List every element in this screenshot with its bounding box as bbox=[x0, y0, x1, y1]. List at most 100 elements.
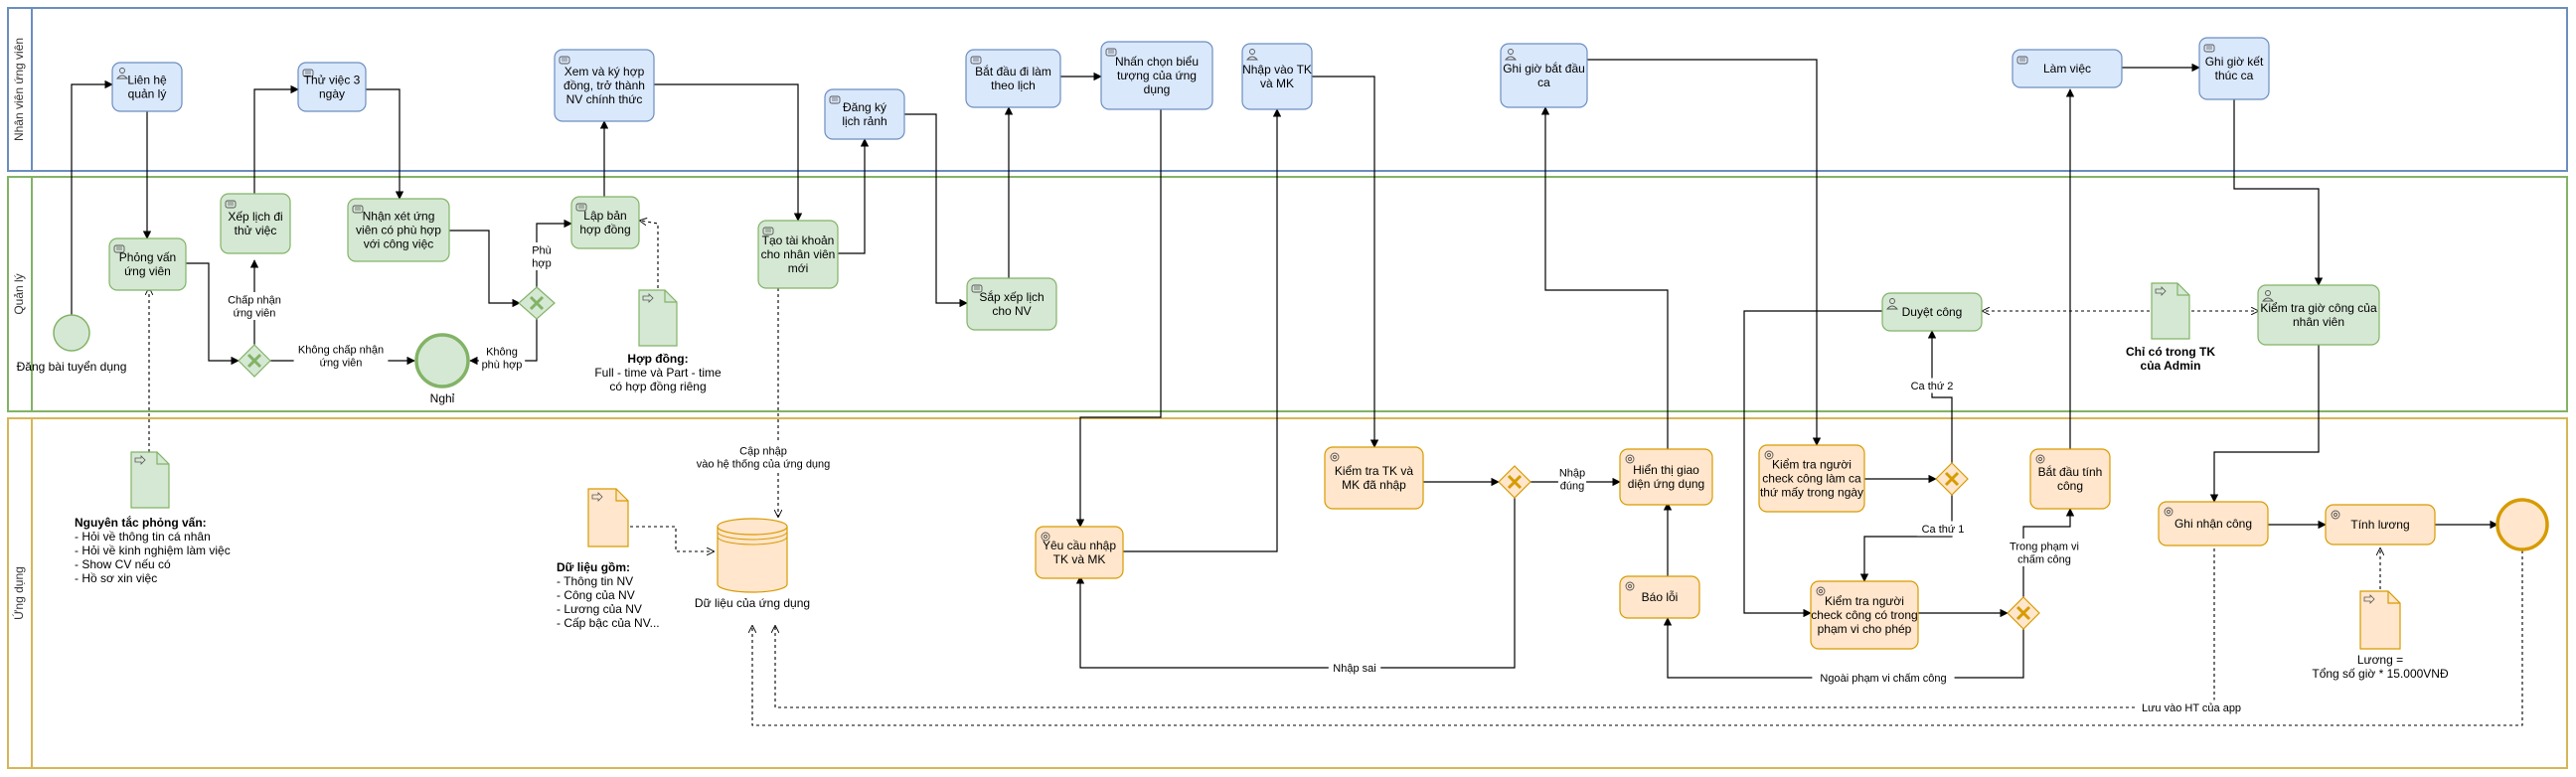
service-task-icon bbox=[1816, 586, 1826, 596]
task-label-baoloi: Báo lỗi bbox=[1642, 589, 1679, 604]
edge-phongvan-gw1 bbox=[186, 262, 240, 366]
manual-task-icon bbox=[225, 200, 237, 209]
end-event-nghi[interactable] bbox=[414, 333, 470, 388]
manual-task-icon bbox=[762, 227, 774, 235]
manual-task-icon bbox=[575, 203, 587, 212]
edge-label-luuvao: Lưu vào HT của app bbox=[2142, 702, 2241, 714]
task-duyetcong[interactable]: Duyệt công bbox=[1881, 292, 1983, 332]
task-tinhluong[interactable]: Tính lương bbox=[2325, 504, 2436, 545]
assoc-ghinhan-db bbox=[775, 548, 2215, 708]
gateway-cathu[interactable] bbox=[1935, 462, 1969, 496]
document-admin[interactable] bbox=[2151, 282, 2190, 340]
service-task-icon bbox=[1625, 454, 1635, 464]
task-ghinhan[interactable]: Ghi nhận công bbox=[2158, 501, 2269, 546]
edge-ghigiobd-ktcheck1 bbox=[1587, 59, 1822, 446]
document-hopdong[interactable] bbox=[638, 289, 678, 347]
edge-nhanxet-gw2 bbox=[449, 230, 521, 308]
document-line-luong: Tổng số giờ * 15.000VNĐ bbox=[2312, 667, 2449, 681]
service-task-icon bbox=[1764, 450, 1774, 460]
assoc-hopdong-lapban bbox=[640, 221, 659, 288]
lane-employee-label: Nhân viên ứng viên bbox=[12, 38, 26, 141]
gateway-phuhop[interactable] bbox=[518, 286, 556, 320]
service-task-icon bbox=[1041, 532, 1050, 542]
database-label: Dữ liệu của ứng dụng bbox=[695, 596, 810, 610]
task-lamviec[interactable]: Làm việc bbox=[2012, 49, 2123, 88]
document-line-hopdong: có hợp đồng riêng bbox=[609, 380, 706, 393]
start-event[interactable] bbox=[53, 314, 90, 352]
edge-taotk-dangky bbox=[838, 138, 870, 254]
document-title-phongvan: Nguyên tắc phỏng vấn: bbox=[75, 515, 207, 530]
document-title-hopdong: Hợp đồng: bbox=[627, 352, 688, 366]
user-task-icon bbox=[2262, 290, 2274, 302]
manual-task-icon bbox=[970, 56, 982, 65]
edge-yeucau-nhaptk bbox=[1120, 108, 1282, 552]
edge-thuviec-nhanxet bbox=[365, 88, 404, 200]
manual-task-icon bbox=[971, 284, 983, 293]
document-title-admin: Chỉ có trong TK bbox=[2126, 345, 2215, 359]
edge-dangky-sapxep bbox=[904, 113, 968, 308]
document-line-dulieu: - Cấp bậc của NV... bbox=[557, 616, 660, 630]
document-luong[interactable] bbox=[2359, 590, 2401, 650]
edge-label-nhapsai: Nhập sai bbox=[1333, 663, 1375, 675]
user-task-icon bbox=[1505, 49, 1517, 61]
gateway-nhap[interactable] bbox=[1498, 465, 1531, 499]
edge-gw4-ktcheck2 bbox=[1859, 495, 1953, 582]
lane-manager: Quản lý bbox=[7, 176, 2568, 412]
edge-ghigiokt-kiemtragio bbox=[2233, 99, 2324, 286]
lane-app-label: Ứng dụng bbox=[11, 566, 26, 620]
manual-task-icon bbox=[352, 205, 364, 214]
manual-task-icon bbox=[113, 244, 125, 253]
task-label-ghinhan: Ghi nhận công bbox=[2174, 517, 2252, 531]
document-phongvan[interactable] bbox=[130, 451, 170, 509]
end-event-final[interactable] bbox=[2496, 498, 2549, 551]
document-dulieu[interactable] bbox=[587, 488, 629, 547]
input-arrow-icon bbox=[642, 293, 654, 303]
gateway-chapnhan[interactable] bbox=[238, 344, 271, 378]
database-cylinder[interactable] bbox=[717, 518, 788, 593]
edge-label-cathu1: Ca thứ 1 bbox=[1922, 524, 1965, 536]
edge-label-ngoaipham: Ngoài phạm vi chấm công bbox=[1820, 673, 1946, 685]
manual-task-icon bbox=[829, 95, 841, 104]
lane-manager-label: Quản lý bbox=[12, 273, 26, 314]
gateway-phamvi[interactable] bbox=[2007, 596, 2040, 630]
end-event-nghi-label: Nghỉ bbox=[430, 391, 455, 405]
task-baoloi[interactable]: Báo lỗi bbox=[1619, 575, 1700, 619]
